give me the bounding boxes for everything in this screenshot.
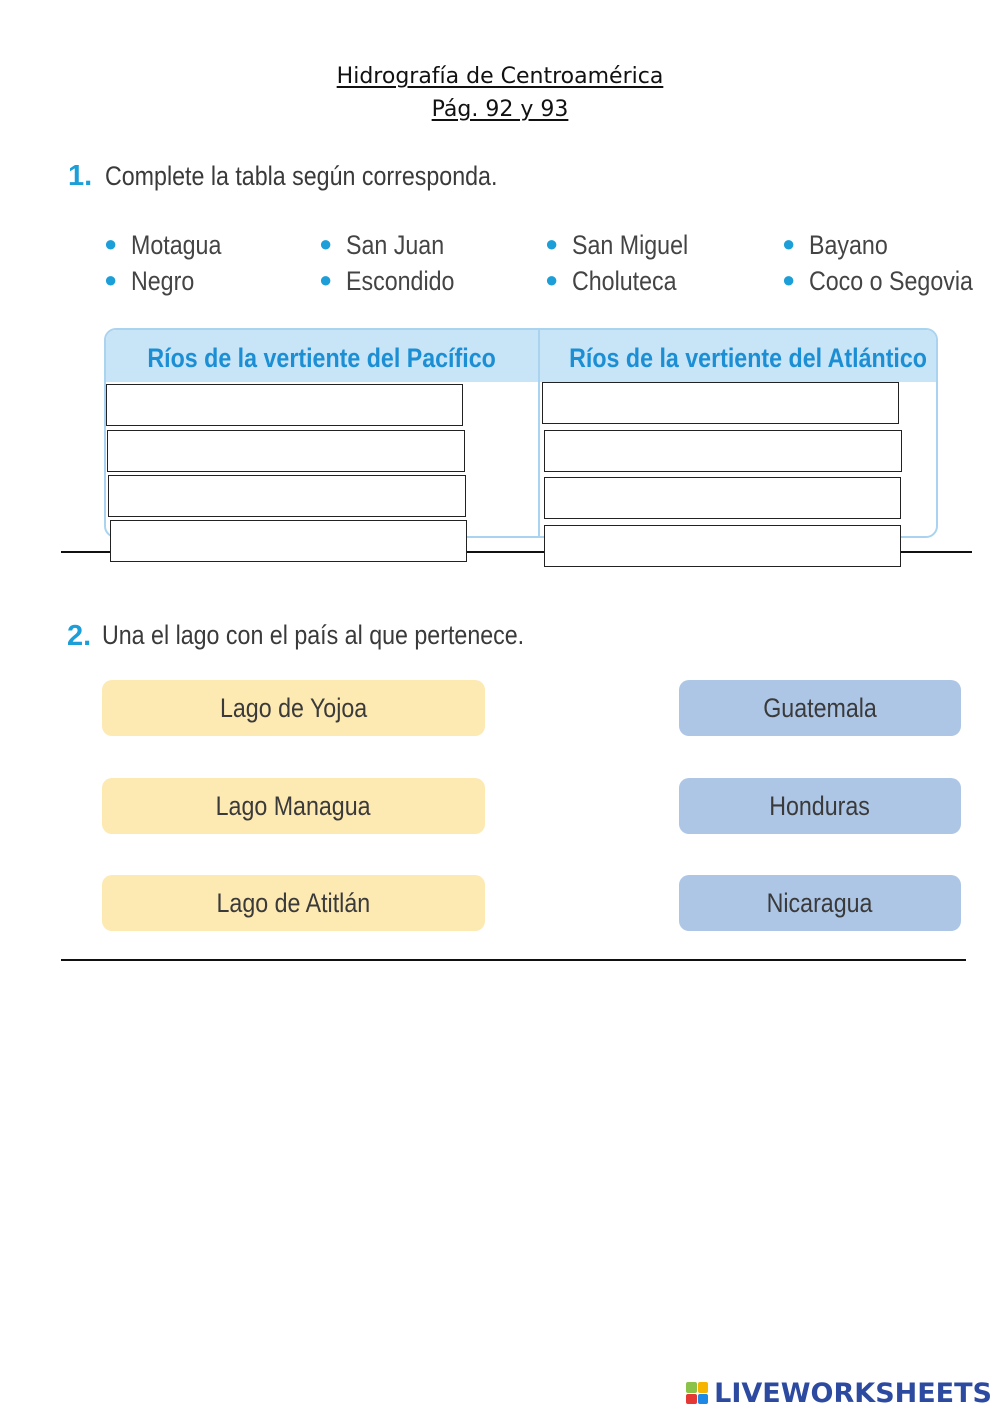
river-item: ●Bayano — [782, 230, 889, 260]
pacific-answer-field[interactable] — [110, 520, 467, 562]
liveworksheets-logo: LIVEWORKSHEETS — [686, 1376, 992, 1410]
brand-name: LIVEWORKSHEETS — [714, 1377, 992, 1409]
river-item: ●Coco o Segovia — [782, 266, 974, 296]
brand-icon — [686, 1382, 709, 1404]
pacific-answer-field[interactable] — [106, 384, 463, 426]
pacific-column-header: Ríos de la vertiente del Pacífico — [147, 343, 497, 373]
country-option[interactable]: Guatemala — [679, 680, 961, 736]
lake-option[interactable]: Lago Managua — [102, 778, 485, 834]
table-header-row — [106, 330, 936, 382]
lake-option[interactable]: Lago de Yojoa — [102, 680, 485, 736]
bullet-icon: ● — [545, 231, 559, 256]
bullet-icon: ● — [104, 267, 118, 292]
bullet-icon: ● — [319, 267, 333, 292]
bullet-icon: ● — [319, 231, 333, 256]
bullet-icon: ● — [104, 231, 118, 256]
atlantic-column-header: Ríos de la vertiente del Atlántico — [569, 343, 927, 373]
question-2-number: 2. — [67, 620, 92, 652]
atlantic-answer-field[interactable] — [544, 430, 902, 472]
section-divider — [61, 959, 966, 961]
page-reference: Pág. 92 y 93 — [431, 97, 569, 122]
river-item: ●San Juan — [319, 230, 445, 260]
section-divider — [61, 551, 972, 553]
country-option[interactable]: Nicaragua — [679, 875, 961, 931]
atlantic-answer-field[interactable] — [544, 477, 901, 519]
river-item: ●Negro — [104, 266, 195, 296]
river-item: ●Escondido — [319, 266, 455, 296]
country-option[interactable]: Honduras — [679, 778, 961, 834]
river-item: ●Motagua — [104, 230, 222, 260]
pacific-answer-field[interactable] — [107, 430, 465, 472]
lake-option[interactable]: Lago de Atitlán — [102, 875, 485, 931]
atlantic-answer-field[interactable] — [542, 382, 899, 424]
bullet-icon: ● — [545, 267, 559, 292]
worksheet-title: Hidrografía de Centroamérica — [336, 64, 664, 89]
bullet-icon: ● — [782, 231, 796, 256]
column-divider — [538, 330, 540, 536]
question-2-prompt: Una el lago con el país al que pertenece… — [102, 620, 525, 650]
pacific-answer-field[interactable] — [108, 475, 466, 517]
bullet-icon: ● — [782, 267, 796, 292]
atlantic-answer-field[interactable] — [544, 525, 901, 567]
river-item: ●San Miguel — [545, 230, 689, 260]
river-item: ●Choluteca — [545, 266, 677, 296]
question-1-number: 1. — [68, 160, 93, 192]
question-1-prompt: Complete la tabla según corresponda. — [105, 161, 498, 191]
